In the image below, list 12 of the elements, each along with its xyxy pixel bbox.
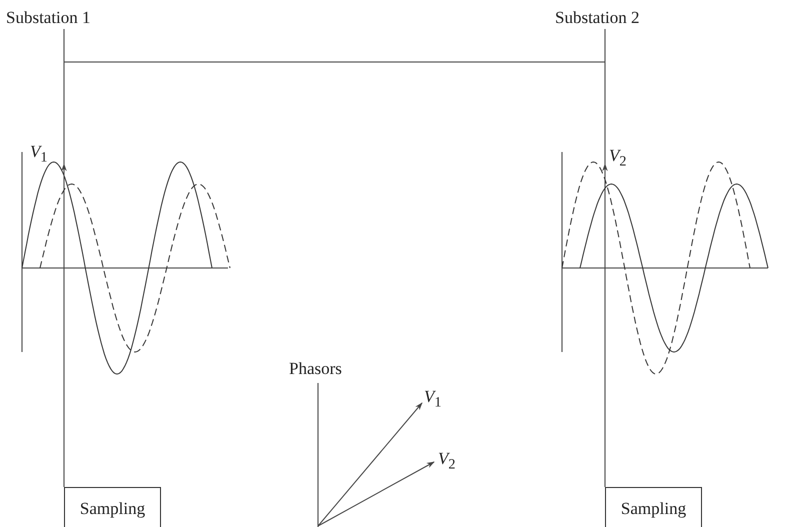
- phasor-label: V$_{1}$: [424, 388, 442, 410]
- voltage-label: V$_{1}$: [30, 143, 48, 165]
- box-label: Sampling: [620, 500, 686, 516]
- voltage-label: V$_{2}$: [609, 147, 626, 169]
- sampling-box: [605, 487, 702, 527]
- connector-line: [604, 28, 606, 488]
- substation-label: Substation 1: [6, 9, 91, 26]
- sampling-box: [64, 487, 161, 527]
- phasor-label: V$_{2}$: [438, 450, 456, 472]
- box-label: Sampling: [80, 500, 146, 516]
- chart-title: Phasors: [289, 360, 342, 377]
- substation-label: Substation 2: [555, 9, 640, 26]
